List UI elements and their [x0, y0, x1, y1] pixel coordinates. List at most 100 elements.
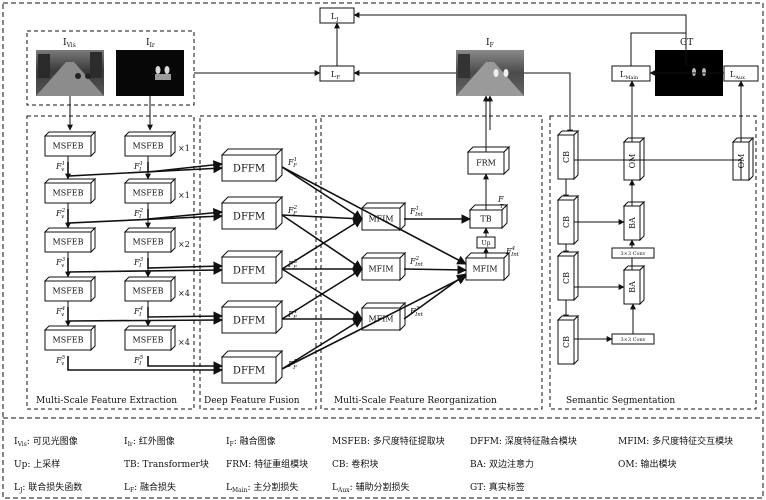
- cb-3: CB: [556, 250, 580, 302]
- legend-item: IVis: 可见光图像: [14, 435, 78, 448]
- msfeb-ir-3: MSFEB: [123, 226, 177, 254]
- section-title-extraction: Multi-Scale Feature Extraction: [36, 396, 177, 406]
- dffm-1-label: DFFM: [233, 163, 265, 174]
- ba-1-label: BA: [628, 217, 637, 229]
- conv-1: 3×3 Conv: [611, 247, 655, 259]
- legend-item: FRM: 特征重组模块: [226, 458, 308, 470]
- multiplier-4: ×4: [178, 289, 190, 298]
- msfeb-ir-1-label: MSFEB: [133, 142, 164, 151]
- msfeb-vis-2-label: MSFEB: [53, 189, 84, 198]
- to-dffm-vis-5: [67, 356, 223, 375]
- dffm-5-label: DFFM: [233, 365, 265, 376]
- up-block: Up: [476, 236, 496, 249]
- msfeb-ir-5: MSFEB: [123, 324, 177, 352]
- svg-text:LAux: LAux: [730, 70, 745, 81]
- msfeb-vis-1-label: MSFEB: [53, 142, 84, 151]
- mfim-2: MFIM: [360, 251, 407, 282]
- cb-3-label: CB: [562, 272, 571, 284]
- legend-item: LMain: 主分割损失: [226, 481, 298, 494]
- ba-1: BA: [622, 200, 646, 242]
- svg-text:LMain: LMain: [620, 70, 639, 81]
- legend-item: BA: 双边注意力: [470, 458, 534, 470]
- om-main-label: OM: [628, 154, 637, 169]
- visible-image: [36, 50, 104, 96]
- legend-item: TB: Transformer块: [124, 458, 209, 470]
- visible-image-label: IVis: [63, 38, 76, 49]
- gt-image-label: GT: [680, 38, 693, 48]
- multiplier-3: ×2: [178, 240, 190, 249]
- to-dffm-vis-4: [67, 307, 223, 325]
- dffm-to-mfim-7: [281, 268, 363, 320]
- section-title-fusion: Deep Feature Fusion: [204, 396, 300, 406]
- dffm-to-mfim-9: [281, 318, 363, 370]
- legend-item: DFFM: 深度特征融合模块: [470, 435, 577, 447]
- mfim-4-label: MFIM: [472, 265, 497, 274]
- msfeb-ir-1: MSFEB: [123, 130, 177, 158]
- msfeb-vis-4-label: MSFEB: [53, 287, 84, 296]
- msfeb-ir-4-label: MSFEB: [133, 287, 164, 296]
- cb-2-label: CB: [562, 216, 571, 228]
- msfeb-vis-3: MSFEB: [43, 226, 97, 254]
- frm-block: FRM: [466, 145, 511, 176]
- to-dffm-ir-4: [147, 307, 223, 321]
- msfeb-ir-2-label: MSFEB: [133, 189, 164, 198]
- msfeb-ir-2: MSFEB: [123, 177, 177, 205]
- dffm-5: DFFM: [220, 349, 284, 385]
- mfim2-to-mfim4: [403, 265, 467, 275]
- dffm-2: DFFM: [220, 195, 284, 231]
- msfeb-vis-1: MSFEB: [43, 130, 97, 158]
- dffm-1: DFFM: [220, 147, 284, 183]
- input-arrows: [67, 96, 153, 131]
- extraction-frame: [26, 115, 195, 410]
- infrared-image-label: IIr: [146, 38, 155, 49]
- conv-2-label: 3×3 Conv: [620, 337, 645, 343]
- loss-lf-box: LF: [319, 65, 355, 82]
- dffm-to-mfim-2: [281, 213, 363, 224]
- legend-item: CB: 卷积块: [332, 458, 378, 470]
- to-dffm-ir-1: [147, 160, 223, 173]
- msfeb-ir-5-label: MSFEB: [133, 336, 164, 345]
- legend-item: Up: 上采样: [14, 458, 60, 470]
- dffm5-to-mfim4: [281, 275, 467, 370]
- tb-block-label: TB: [480, 215, 491, 224]
- dffm-4: DFFM: [220, 299, 284, 335]
- to-dffm-ir-5: [147, 356, 223, 371]
- msfeb-vis-4: MSFEB: [43, 275, 97, 303]
- dffm-2-label: DFFM: [233, 211, 265, 222]
- conv-1-label: 3×3 Conv: [620, 251, 645, 257]
- msfeb-vis-3-label: MSFEB: [53, 238, 84, 247]
- to-dffm-ir-2: [147, 208, 223, 220]
- loss-connections: [194, 12, 724, 136]
- legend-item: LF: 融合损失: [124, 481, 176, 494]
- infrared-image: [116, 50, 184, 96]
- dffm-3: DFFM: [220, 249, 284, 285]
- mfim-2-label: MFIM: [368, 265, 393, 274]
- section-title-reorg: Multi-Scale Feature Reorganization: [334, 396, 497, 406]
- up-label: Up: [482, 240, 491, 247]
- om-main: OM: [622, 136, 646, 182]
- legend-item: LJ: 联合损失函数: [14, 481, 82, 494]
- dffm-to-mfim-3: [281, 218, 363, 270]
- msfeb-vis-2: MSFEB: [43, 177, 97, 205]
- dffm-4-label: DFFM: [233, 315, 265, 326]
- om-aux: OM: [731, 136, 755, 182]
